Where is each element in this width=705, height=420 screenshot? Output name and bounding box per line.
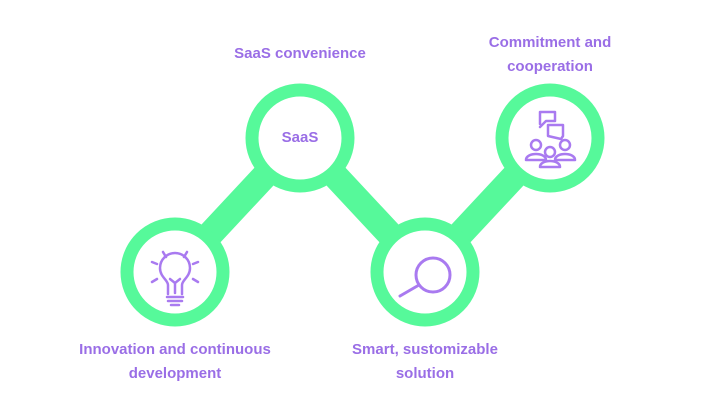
lightbulb-icon xyxy=(150,250,200,307)
magnifier-icon xyxy=(398,256,452,298)
label-commitment: Commitment and cooperation xyxy=(450,31,650,79)
node-saas xyxy=(245,83,355,193)
label-smart: Smart, sustomizable solution xyxy=(325,338,525,386)
label-saas-line1: SaaS convenience xyxy=(234,45,366,62)
label-commitment-line1: Commitment and xyxy=(488,34,612,51)
label-commitment-line2: cooperation xyxy=(507,58,593,75)
label-saas-convenience: SaaS convenience xyxy=(200,42,400,66)
connectors xyxy=(162,125,563,285)
label-innovation-line2: development xyxy=(128,365,222,382)
saas-center-text: SaaS xyxy=(281,129,319,146)
node-smart xyxy=(370,217,480,327)
label-innovation-line1: Innovation and continuous xyxy=(79,341,271,358)
label-smart-line1: Smart, sustomizable xyxy=(352,341,498,358)
node-commitment xyxy=(495,83,605,193)
node-innovation xyxy=(120,217,230,327)
label-innovation: Innovation and continuous development xyxy=(45,338,305,386)
team-chat-icon xyxy=(524,110,577,169)
label-smart-line2: solution xyxy=(395,365,455,382)
